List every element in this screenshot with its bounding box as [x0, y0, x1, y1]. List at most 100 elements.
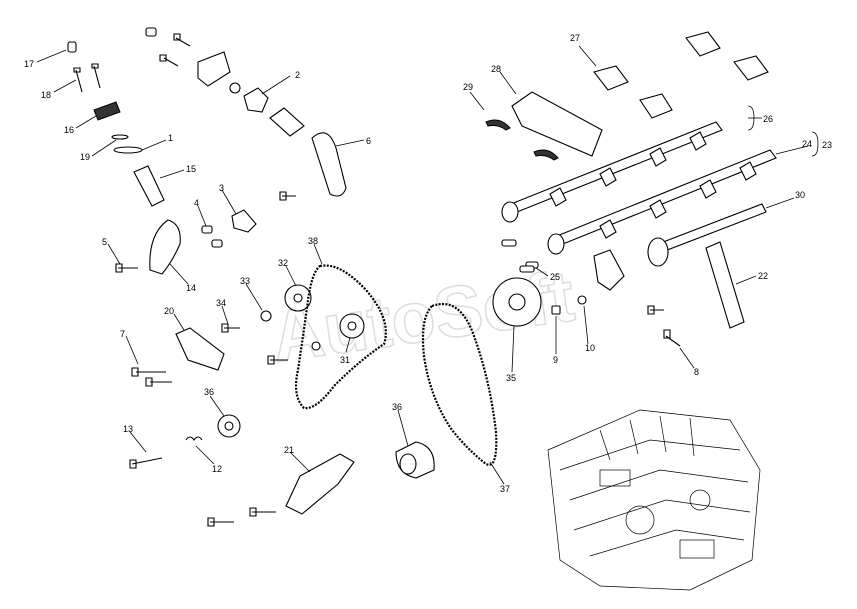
callout-8: 8 — [694, 367, 699, 377]
part-top-bolt-c — [159, 54, 179, 67]
engine-block-illustration — [547, 409, 761, 591]
callout-5: 5 — [102, 237, 107, 247]
callout-31: 31 — [340, 355, 350, 365]
part-30-shaft — [657, 203, 767, 253]
callout-24: 24 — [802, 139, 812, 149]
part-bolt-near-6 — [279, 191, 296, 201]
callout-labels: 1 2 3 4 5 6 7 8 9 10 12 13 14 15 16 17 1… — [24, 33, 832, 494]
callout-20: 20 — [164, 306, 174, 316]
part-37-lower-chain — [421, 302, 498, 466]
part-top-bolt-a — [145, 27, 157, 37]
part-35-hub — [508, 293, 526, 311]
callout-3: 3 — [219, 183, 224, 193]
part-1-ring — [113, 146, 143, 154]
callout-23: 23 — [822, 140, 832, 150]
callout-37: 37 — [500, 484, 510, 494]
part-7-bolt-b — [145, 377, 172, 387]
part-20-guide-bracket — [175, 327, 225, 371]
part-18-bolt — [73, 67, 83, 93]
part-26-lobes — [549, 131, 707, 207]
callout-15: 15 — [186, 164, 196, 174]
callout-36a: 36 — [204, 387, 214, 397]
part-tensioner-housing — [197, 51, 231, 87]
part-27-cam-cap-d — [733, 55, 769, 81]
part-spacer — [311, 341, 321, 351]
part-8-bolt-b — [647, 305, 664, 315]
callout-25: 25 — [550, 272, 560, 282]
part-24-camshaft — [551, 149, 777, 247]
part-3-clip — [231, 209, 257, 233]
callout-17: 17 — [24, 59, 34, 69]
part-15-plunger — [133, 165, 165, 207]
leader-lines — [36, 45, 819, 485]
callout-16: 16 — [64, 125, 74, 135]
part-10-washer — [577, 295, 587, 305]
part-bottom-bolt-a — [207, 517, 234, 527]
part-27-cam-cap-c — [685, 31, 721, 57]
callout-13: 13 — [123, 424, 133, 434]
part-34-bolt — [221, 323, 240, 333]
callout-12: 12 — [212, 464, 222, 474]
part-top-bolt-b — [173, 33, 191, 47]
callout-4: 4 — [194, 198, 199, 208]
part-22-upper-guide — [705, 241, 745, 329]
part-5-bolt — [115, 263, 138, 273]
part-7-bolt-a — [131, 367, 166, 377]
part-4-bolt-a — [201, 225, 213, 234]
part-18-bolt-b — [91, 63, 101, 89]
part-2-gasket — [243, 87, 269, 113]
callout-33: 33 — [240, 276, 250, 286]
part-cam-gasket — [593, 249, 625, 291]
part-26-camshaft-end — [501, 201, 519, 223]
callout-21: 21 — [284, 445, 294, 455]
parts-layer — [67, 27, 777, 527]
part-36-crank-hub — [399, 453, 417, 475]
part-6-guide-rail — [311, 132, 347, 197]
part-9-pin — [551, 305, 561, 315]
callout-36b: 36 — [392, 402, 402, 412]
callout-6: 6 — [366, 136, 371, 146]
part-4-bolt-b — [211, 239, 223, 248]
part-38-timing-chain — [294, 264, 387, 410]
part-29-bearing-shell-b — [533, 149, 559, 161]
part-12-spring — [185, 436, 203, 441]
callout-14: 14 — [186, 283, 196, 293]
callout-28: 28 — [491, 64, 501, 74]
part-19-ring — [111, 134, 129, 140]
part-14-tensioner-blade — [149, 219, 181, 275]
part-8-bolt — [663, 329, 681, 347]
callout-29: 29 — [463, 82, 473, 92]
part-21-chain-guide — [285, 453, 355, 515]
part-cam-dowel-b — [519, 265, 535, 273]
callout-7: 7 — [120, 329, 125, 339]
part-30-shaft-collar — [647, 237, 669, 267]
callout-22: 22 — [758, 271, 768, 281]
part-32-hub — [293, 293, 303, 303]
part-cam-dowel-a — [501, 239, 517, 247]
part-tensioner-piston — [269, 107, 305, 137]
part-26-camshaft — [505, 121, 723, 215]
part-24-lobes — [599, 161, 757, 239]
callout-9: 9 — [553, 355, 558, 365]
part-16-bracket — [93, 101, 121, 121]
part-27-cam-cap-a — [593, 65, 629, 91]
callout-38: 38 — [308, 236, 318, 246]
part-bolt-near-31 — [267, 355, 288, 365]
callout-32: 32 — [278, 258, 288, 268]
callout-26: 26 — [763, 114, 773, 124]
part-17-sleeve — [67, 41, 77, 53]
part-13-bolt — [129, 457, 163, 469]
part-27-cam-cap-b — [639, 93, 673, 119]
part-29-bearing-shell-a — [485, 119, 511, 131]
callout-27: 27 — [570, 33, 580, 43]
callout-2: 2 — [295, 70, 300, 80]
callout-10: 10 — [585, 343, 595, 353]
callout-35: 35 — [506, 373, 516, 383]
callout-1: 1 — [168, 133, 173, 143]
callout-19: 19 — [80, 152, 90, 162]
callout-18: 18 — [41, 90, 51, 100]
part-33-washer — [260, 310, 272, 322]
part-31-hub — [347, 321, 357, 331]
callout-30: 30 — [795, 190, 805, 200]
